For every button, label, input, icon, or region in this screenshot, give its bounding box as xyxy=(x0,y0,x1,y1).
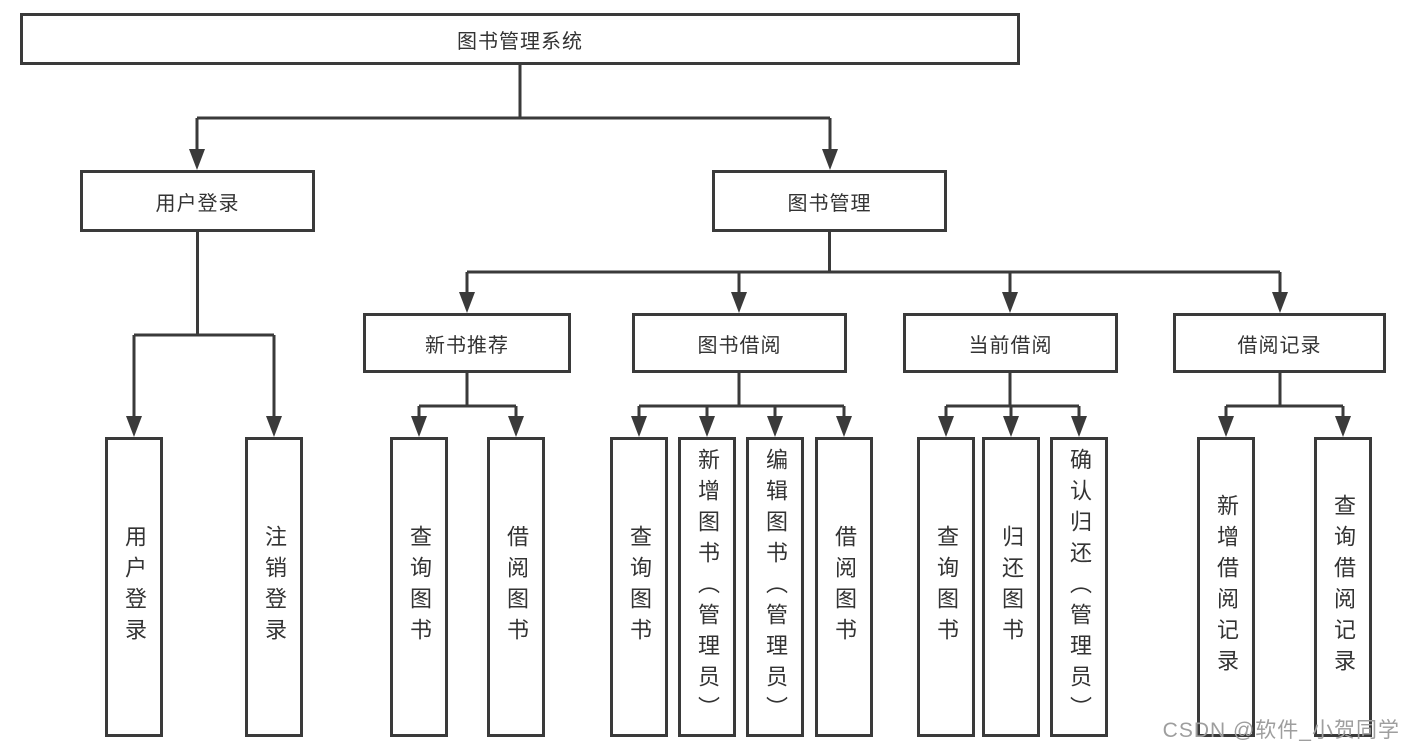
leaf-borrowing-edit-books-admin: 编辑图书（管理员） xyxy=(746,437,804,737)
node-borrowing-records: 借阅记录 xyxy=(1173,313,1386,373)
leaf-borrowing-add-books-admin: 新增图书（管理员） xyxy=(678,437,736,737)
leaf-recommend-query-books: 查询图书 xyxy=(390,437,448,737)
leaf-current-query-books: 查询图书 xyxy=(917,437,975,737)
node-book-management: 图书管理 xyxy=(712,170,947,232)
leaf-current-confirm-return-admin: 确认归还（管理员） xyxy=(1050,437,1108,737)
leaf-recommend-borrow-books: 借阅图书 xyxy=(487,437,545,737)
leaf-records-add-record: 新增借阅记录 xyxy=(1197,437,1255,737)
leaf-logout: 注销登录 xyxy=(245,437,303,737)
node-root-system: 图书管理系统 xyxy=(20,13,1020,65)
node-new-book-recommend: 新书推荐 xyxy=(363,313,571,373)
leaf-records-query-record: 查询借阅记录 xyxy=(1314,437,1372,737)
watermark: CSDN @软件_小贺同学 xyxy=(1162,719,1400,742)
leaf-current-return-books: 归还图书 xyxy=(982,437,1040,737)
node-current-borrowing: 当前借阅 xyxy=(903,313,1118,373)
leaf-borrowing-borrow-books: 借阅图书 xyxy=(815,437,873,737)
node-book-borrowing: 图书借阅 xyxy=(632,313,847,373)
leaf-borrowing-query-books: 查询图书 xyxy=(610,437,668,737)
leaf-user-login: 用户登录 xyxy=(105,437,163,737)
node-user-login: 用户登录 xyxy=(80,170,315,232)
